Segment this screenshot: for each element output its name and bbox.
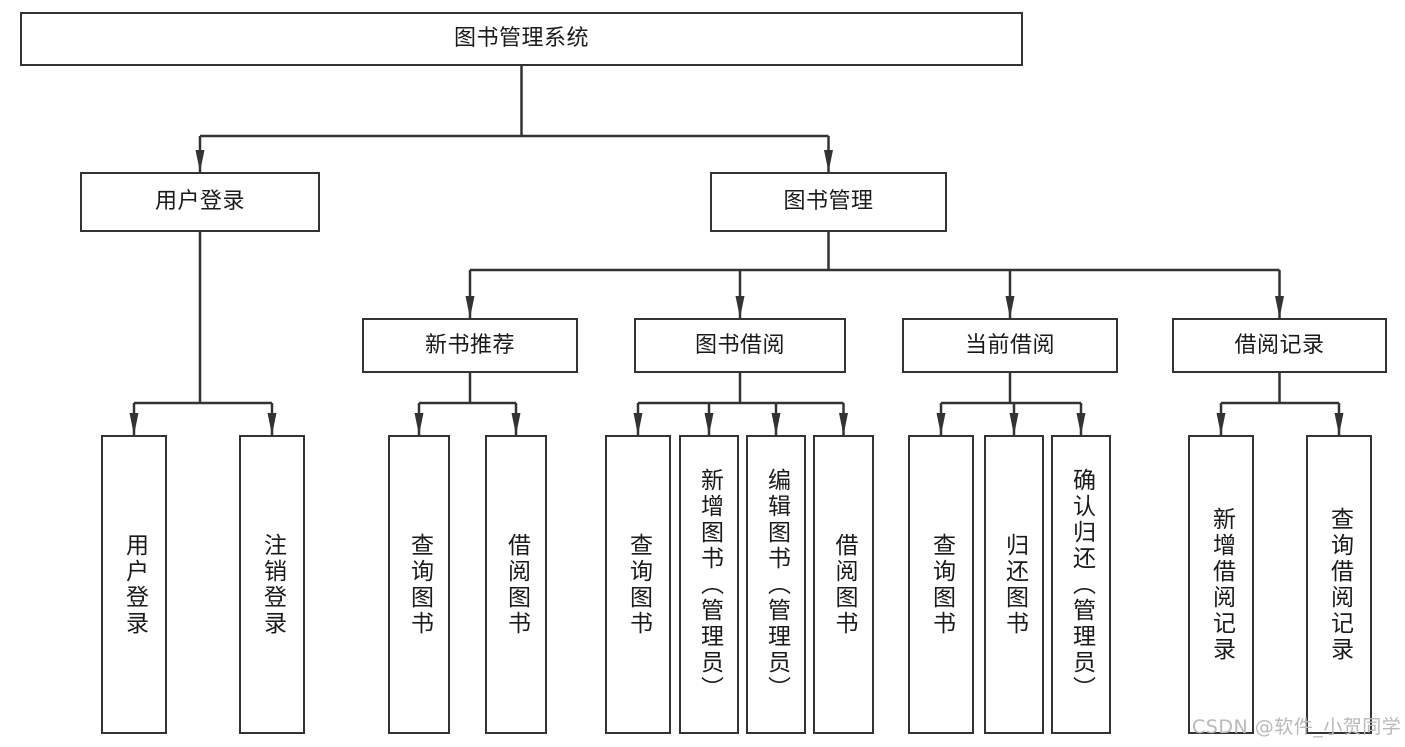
node-l-add[interactable]: 新增图书（管理员） [679,435,739,734]
node-l-addrec[interactable]: 新增借阅记录 [1188,435,1254,734]
node-l-return[interactable]: 归还图书 [984,435,1044,734]
node-l-query3[interactable]: 查询图书 [908,435,974,734]
arrow-head-icon [1076,413,1086,435]
arrow-head-icon [1216,413,1226,435]
node-label: 新书推荐 [424,332,515,358]
node-l-query2[interactable]: 查询图书 [605,435,671,734]
node-newbook[interactable]: 新书推荐 [362,318,578,373]
node-label: 查询图书 [928,532,955,637]
watermark: CSDN @软件_小贺同学 [1192,716,1402,738]
node-l-login[interactable]: 用户登录 [101,435,167,734]
node-label: 编辑图书（管理员） [763,467,790,702]
arrow-head-icon [824,150,833,172]
node-l-logout[interactable]: 注销登录 [239,435,305,734]
node-label: 借阅图书 [831,532,857,637]
node-label: 借阅图书 [503,532,530,637]
node-label: 当前借阅 [964,332,1055,358]
arrow-head-icon [633,413,643,435]
arrow-head-icon [465,296,475,318]
node-label: 图书借阅 [694,332,785,358]
node-label: 归还图书 [1001,532,1028,637]
node-borrow[interactable]: 图书借阅 [634,318,846,373]
arrow-head-icon [735,296,745,318]
arrow-head-icon [1275,296,1284,318]
node-label: 图书管理 [783,189,874,215]
node-label: 图书管理系统 [453,26,589,52]
node-label: 查询图书 [625,532,652,637]
node-label: 查询借阅记录 [1326,506,1353,663]
arrow-head-icon [414,413,424,435]
node-label: 注销登录 [259,532,286,637]
node-bookmgmt[interactable]: 图书管理 [710,172,947,232]
node-login[interactable]: 用户登录 [80,172,320,232]
node-label: 用户登录 [121,532,148,637]
arrow-head-icon [839,413,848,435]
node-current[interactable]: 当前借阅 [902,318,1118,373]
node-records[interactable]: 借阅记录 [1172,318,1387,373]
node-label: 查询图书 [406,532,433,637]
node-label: 新增图书（管理员） [696,467,723,702]
node-l-confirm[interactable]: 确认归还（管理员） [1051,435,1111,734]
arrow-head-icon [1005,296,1015,318]
arrow-head-icon [129,413,139,435]
arrow-head-icon [511,413,521,435]
node-l-queryrec[interactable]: 查询借阅记录 [1306,435,1372,734]
arrow-head-icon [267,413,277,435]
arrow-head-icon [771,413,781,435]
node-l-edit[interactable]: 编辑图书（管理员） [746,435,806,734]
node-label: 用户登录 [154,189,245,215]
node-root[interactable]: 图书管理系统 [20,12,1023,66]
node-label: 新增借阅记录 [1208,506,1235,663]
node-label: 确认归还（管理员） [1068,467,1095,702]
node-l-borrow1[interactable]: 借阅图书 [485,435,547,734]
arrow-head-icon [704,413,714,435]
arrow-head-icon [936,413,946,435]
arrow-head-icon [195,150,205,172]
arrow-head-icon [1009,413,1019,435]
node-label: 借阅记录 [1234,332,1325,358]
node-l-borrow2[interactable]: 借阅图书 [813,435,874,734]
node-l-query1[interactable]: 查询图书 [388,435,450,734]
arrow-head-icon [1334,413,1344,435]
